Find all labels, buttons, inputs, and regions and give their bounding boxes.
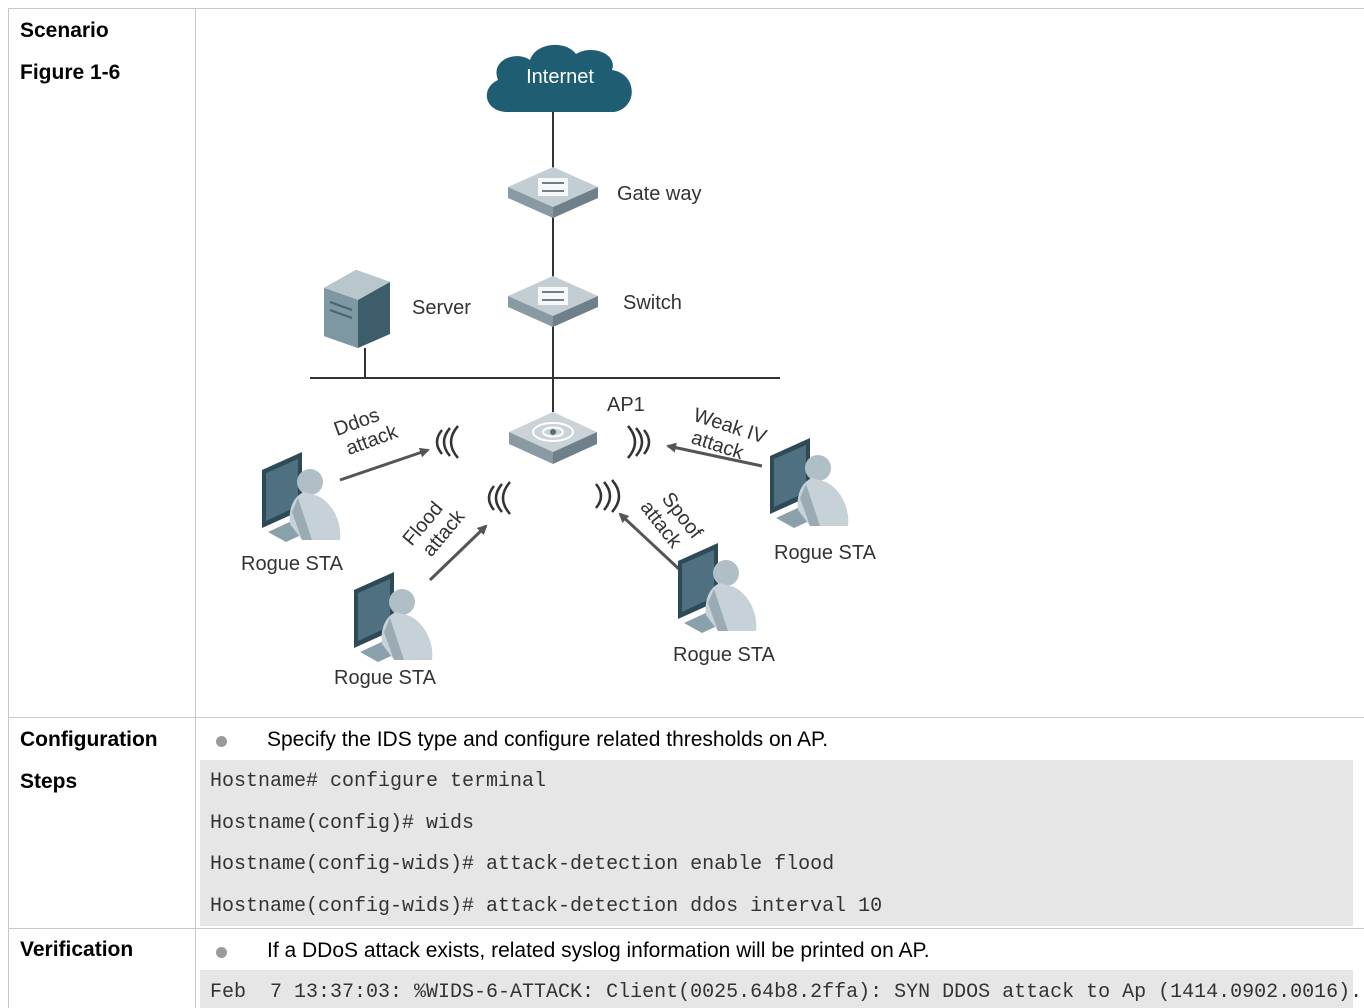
internet-cloud-icon	[486, 44, 632, 112]
wifi-signal-icon	[595, 479, 621, 513]
rogue-sta-label: Rogue STA	[673, 644, 776, 666]
server-icon	[324, 270, 390, 348]
bullet-icon	[216, 736, 227, 747]
code-line: Hostname(config-wids)# attack-detection …	[210, 853, 835, 876]
row-divider-scenario	[8, 717, 1364, 718]
flood-attack-arrow	[428, 524, 488, 582]
internet-label: Internet	[526, 66, 594, 88]
code-line: Feb 7 13:37:03: %WIDS-6-ATTACK: Client(0…	[210, 981, 1363, 1004]
ddos-attack-arrow	[339, 447, 430, 482]
switch-label: Switch	[623, 292, 682, 314]
weakiv-attack-arrow	[666, 442, 763, 468]
rogue-sta-label: Rogue STA	[241, 553, 344, 575]
network-diagram: Internet Gate way Switch Server AP1	[241, 44, 877, 689]
verification-label: Verification	[20, 938, 134, 961]
server-label: Server	[412, 297, 471, 319]
switch-icon	[508, 276, 598, 327]
rogue-sta-icon	[354, 572, 433, 662]
code-line: Hostname(config-wids)# attack-detection …	[210, 895, 883, 918]
bullet-icon	[216, 947, 227, 958]
code-line: Hostname# configure terminal	[210, 770, 547, 793]
scenario-label: Scenario	[20, 19, 109, 42]
config-bullet-text: Specify the IDS type and configure relat…	[267, 728, 829, 751]
wifi-signal-icon	[627, 425, 651, 459]
config-steps-label-line2: Steps	[20, 770, 78, 793]
access-point-icon	[509, 412, 597, 464]
wifi-signal-icon	[487, 481, 511, 515]
gateway-label: Gate way	[617, 183, 701, 205]
rogue-sta-icon	[770, 438, 849, 528]
config-steps-label-line1: Configuration	[20, 728, 158, 751]
ap1-label: AP1	[607, 394, 645, 416]
table-left-border	[8, 8, 9, 1008]
verification-bullet-text: If a DDoS attack exists, related syslog …	[267, 939, 930, 962]
figure-label: Figure 1-6	[20, 61, 121, 84]
rogue-sta-icon	[262, 452, 341, 542]
verification-code-block: Feb 7 13:37:03: %WIDS-6-ATTACK: Client(0…	[200, 970, 1362, 1008]
table-top-border	[8, 8, 1364, 9]
rogue-sta-label: Rogue STA	[774, 542, 877, 564]
rogue-sta-label: Rogue STA	[334, 667, 437, 689]
config-code-block: Hostname# configure terminal Hostname(co…	[200, 760, 1353, 926]
rogue-sta-icon	[678, 543, 757, 633]
wifi-signal-icon	[435, 425, 459, 459]
column-divider	[195, 8, 196, 1008]
row-divider-config	[8, 928, 1364, 929]
spoof-attack-arrow	[618, 512, 682, 572]
code-line: Hostname(config)# wids	[210, 812, 475, 835]
gateway-router-icon	[508, 167, 598, 218]
